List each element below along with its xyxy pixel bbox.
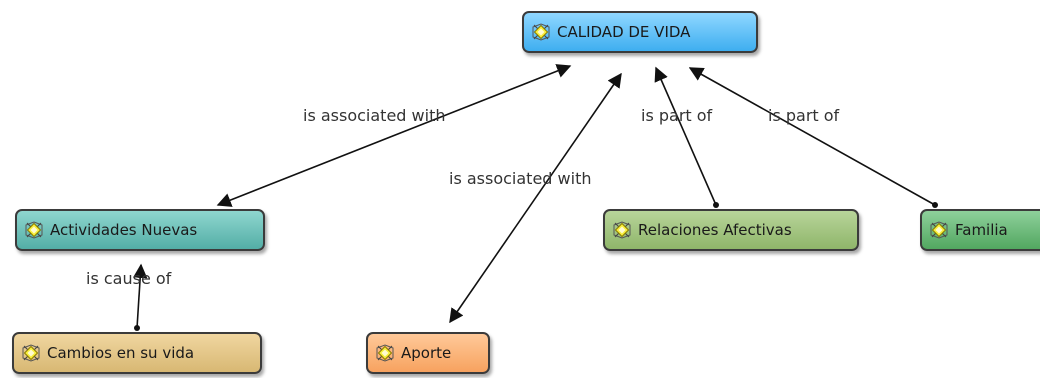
concept-diamond-icon — [928, 219, 950, 241]
concept-label: Actividades Nuevas — [50, 220, 198, 239]
concept-diamond-icon — [374, 342, 396, 364]
concept-diamond-icon — [20, 342, 42, 364]
link-label-part-of-1[interactable]: is part of — [641, 106, 713, 125]
link-cambios-actividades — [132, 263, 148, 329]
link-label-part-of-2[interactable]: is part of — [768, 106, 840, 125]
concept-diamond-icon — [530, 21, 552, 43]
concept-aporte[interactable]: Aporte — [366, 332, 490, 374]
concept-label: Familia — [955, 220, 1008, 239]
concept-label: Aporte — [401, 343, 452, 362]
link-relaciones-calidad — [654, 66, 717, 206]
concept-actividades-nuevas[interactable]: Actividades Nuevas — [15, 209, 265, 251]
concept-relaciones-afectivas[interactable]: Relaciones Afectivas — [603, 209, 859, 251]
concept-calidad-de-vida[interactable]: CALIDAD DE VIDA — [522, 11, 758, 53]
link-label-associated-2[interactable]: is associated with — [449, 169, 592, 188]
concept-cambios-en-su-vida[interactable]: Cambios en su vida — [12, 332, 262, 374]
link-aporte-calidad — [449, 72, 622, 324]
concept-label: CALIDAD DE VIDA — [557, 22, 691, 41]
concept-diamond-icon — [611, 219, 633, 241]
link-familia-calidad — [688, 67, 936, 206]
link-label-cause-of[interactable]: is cause of — [86, 269, 172, 288]
link-label-associated-1[interactable]: is associated with — [303, 106, 446, 125]
concept-label: Relaciones Afectivas — [638, 220, 792, 239]
concept-diamond-icon — [23, 219, 45, 241]
concept-familia[interactable]: Familia — [920, 209, 1040, 251]
concept-label: Cambios en su vida — [47, 343, 195, 362]
